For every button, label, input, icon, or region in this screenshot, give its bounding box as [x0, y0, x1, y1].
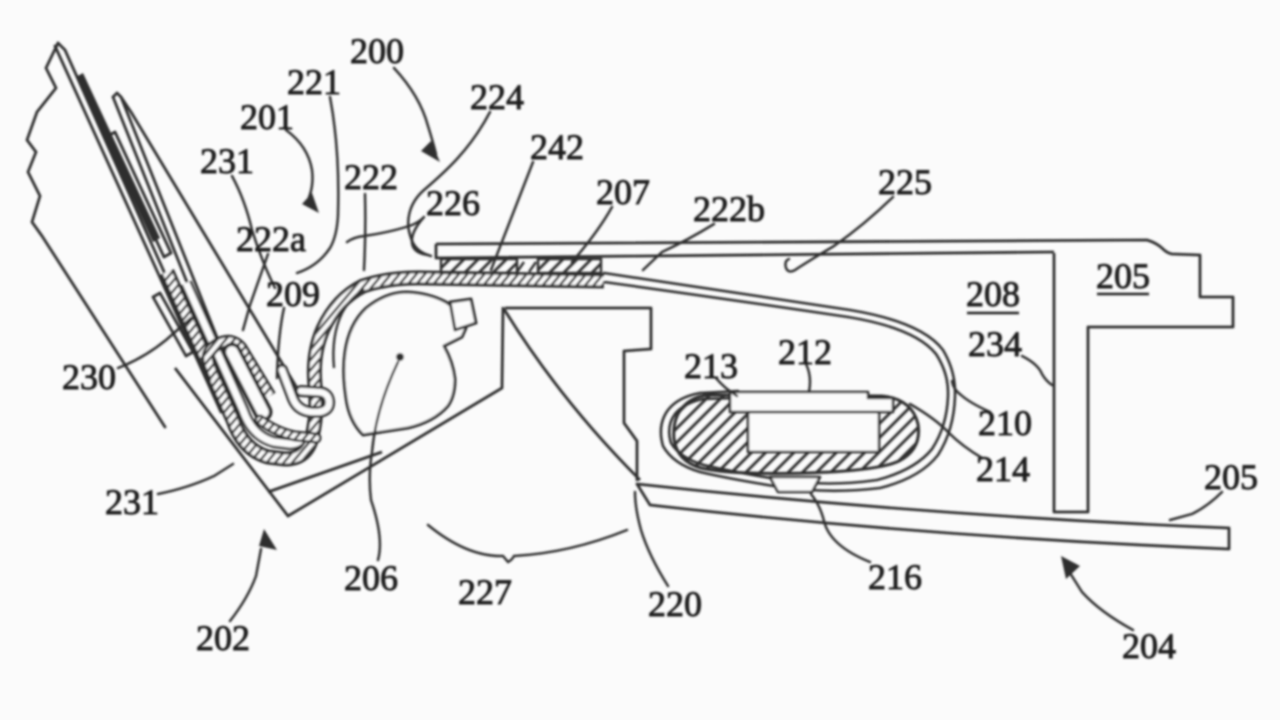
svg-text:227: 227 — [458, 572, 512, 612]
svg-text:207: 207 — [596, 172, 650, 212]
svg-text:213: 213 — [684, 346, 738, 386]
svg-text:209: 209 — [266, 274, 320, 314]
svg-text:210: 210 — [978, 403, 1032, 443]
svg-text:208: 208 — [966, 274, 1020, 314]
svg-text:231: 231 — [105, 482, 159, 522]
svg-text:205: 205 — [1096, 256, 1150, 296]
svg-text:225: 225 — [878, 162, 932, 202]
svg-text:230: 230 — [62, 357, 116, 397]
svg-text:224: 224 — [470, 77, 524, 117]
svg-text:212: 212 — [778, 332, 832, 372]
svg-text:204: 204 — [1122, 626, 1176, 666]
svg-text:242: 242 — [530, 127, 584, 167]
svg-text:206: 206 — [344, 558, 398, 598]
svg-text:216: 216 — [868, 557, 922, 597]
svg-text:214: 214 — [976, 449, 1030, 489]
svg-text:205: 205 — [1204, 457, 1258, 497]
svg-text:222: 222 — [344, 157, 398, 197]
svg-text:234: 234 — [968, 324, 1022, 364]
svg-text:201: 201 — [240, 97, 294, 137]
svg-text:220: 220 — [648, 584, 702, 624]
svg-text:222a: 222a — [236, 219, 306, 259]
svg-text:200: 200 — [350, 31, 404, 71]
svg-text:231: 231 — [200, 141, 254, 181]
svg-text:226: 226 — [426, 183, 480, 223]
svg-text:202: 202 — [196, 618, 250, 658]
svg-text:222b: 222b — [693, 189, 765, 229]
svg-text:221: 221 — [287, 62, 341, 102]
